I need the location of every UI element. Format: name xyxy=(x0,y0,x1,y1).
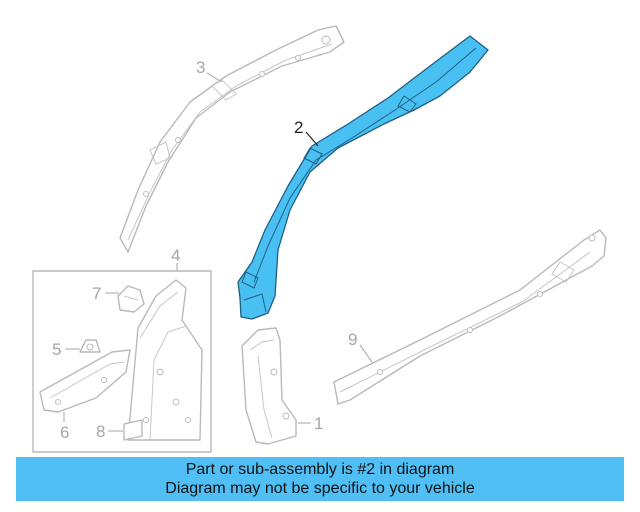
callout-8: 8 xyxy=(96,422,105,441)
leader-2 xyxy=(305,131,319,147)
callout-9: 9 xyxy=(348,330,357,349)
part-6-lower-bracket[interactable] xyxy=(39,349,131,413)
part-7-upper-bracket[interactable] xyxy=(117,285,145,313)
callout-7: 7 xyxy=(92,284,101,303)
callout-5: 5 xyxy=(52,340,61,359)
part-2-inner-pillar[interactable] xyxy=(237,35,489,320)
part-1-lower-pillar[interactable] xyxy=(241,327,297,445)
leader-9 xyxy=(359,344,373,363)
callout-4: 4 xyxy=(171,246,180,265)
callout-6: 6 xyxy=(60,423,69,442)
parts-group-box xyxy=(32,270,212,453)
part-4-pillar-panel[interactable] xyxy=(127,279,203,441)
banner-line-1: Part or sub-assembly is #2 in diagram xyxy=(185,461,455,478)
info-banner: Part or sub-assembly is #2 in diagram Di… xyxy=(16,457,624,501)
part-9-rocker-sill[interactable] xyxy=(333,229,607,405)
parts-diagram: 3 2 4 5 6 7 xyxy=(32,25,607,453)
part-3-roof-rail[interactable] xyxy=(119,25,345,253)
callout-2: 2 xyxy=(294,118,303,137)
part-5-grommet[interactable] xyxy=(79,339,101,353)
leader-3 xyxy=(206,72,223,83)
banner-line-2: Diagram may not be specific to your vehi… xyxy=(165,480,475,497)
callout-1: 1 xyxy=(314,414,323,433)
callout-3: 3 xyxy=(196,58,205,77)
part-8-plate[interactable] xyxy=(123,419,143,441)
